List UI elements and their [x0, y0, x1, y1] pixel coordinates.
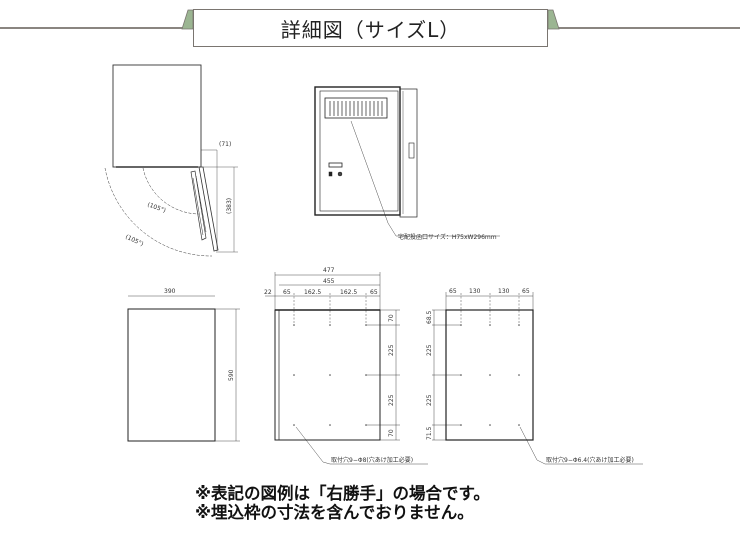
rear-middle-drawing	[265, 272, 428, 465]
dim-r-seg-2: 130	[498, 288, 510, 295]
header-rule-left	[0, 27, 185, 29]
dim-v-3: 70	[388, 429, 395, 437]
dim-side-height: 590	[228, 369, 235, 381]
header-rule-right	[558, 27, 740, 29]
dim-v-1: 225	[388, 344, 395, 356]
dim-seg-1: 65	[283, 289, 291, 296]
dim-side-width: 390	[164, 288, 176, 295]
dim-v-2: 225	[388, 394, 395, 406]
rear-right-drawing	[432, 292, 643, 465]
dim-door-depth: (383)	[226, 198, 233, 214]
dim-overall-width: 477	[323, 267, 335, 274]
dim-r-seg-3: 65	[522, 288, 530, 295]
front-view-drawing	[314, 86, 500, 237]
page-title: 詳細図（サイズL）	[193, 9, 548, 47]
note-frame-excluded: ※埋込枠の寸法を含んでおりません。	[195, 503, 474, 522]
dim-r-v-3: 71.5	[426, 426, 433, 440]
top-view-drawing	[104, 64, 238, 257]
dim-r-v-1: 225	[426, 344, 433, 356]
dim-v-0: 70	[388, 314, 395, 322]
dim-r-seg-1: 130	[469, 288, 481, 295]
dim-seg-2: 162.5	[304, 289, 321, 296]
note-handedness: ※表記の図例は「右勝手」の場合です。	[195, 484, 490, 503]
angle-inner-label: (105°)	[146, 201, 166, 214]
notes: ※表記の図例は「右勝手」の場合です。 ※埋込枠の寸法を含んでおりません。	[195, 484, 490, 522]
mounting-holes-callout-right: 取付穴9−Φ6.4(穴あけ加工必要)	[546, 456, 634, 464]
dim-r-v-0: 68.5	[426, 310, 433, 324]
dim-r-seg-0: 65	[449, 288, 457, 295]
dim-r-v-2: 225	[426, 394, 433, 406]
dim-seg-0: 22	[264, 289, 272, 296]
mounting-holes-callout-middle: 取付穴9−Φ8(穴あけ加工必要)	[331, 456, 413, 464]
dim-inner-width: 455	[323, 278, 335, 285]
angle-outer-label: (105°)	[124, 233, 144, 247]
page-title-text: 詳細図（サイズL）	[280, 17, 461, 42]
dim-seg-4: 65	[370, 289, 378, 296]
dim-door-offset: (71)	[219, 141, 231, 148]
header-accents	[181, 9, 560, 30]
slot-size-callout: 宅配投函口サイズ：H75xW296mm	[398, 233, 497, 241]
side-panel-drawing	[127, 295, 240, 442]
dim-seg-3: 162.5	[340, 289, 357, 296]
